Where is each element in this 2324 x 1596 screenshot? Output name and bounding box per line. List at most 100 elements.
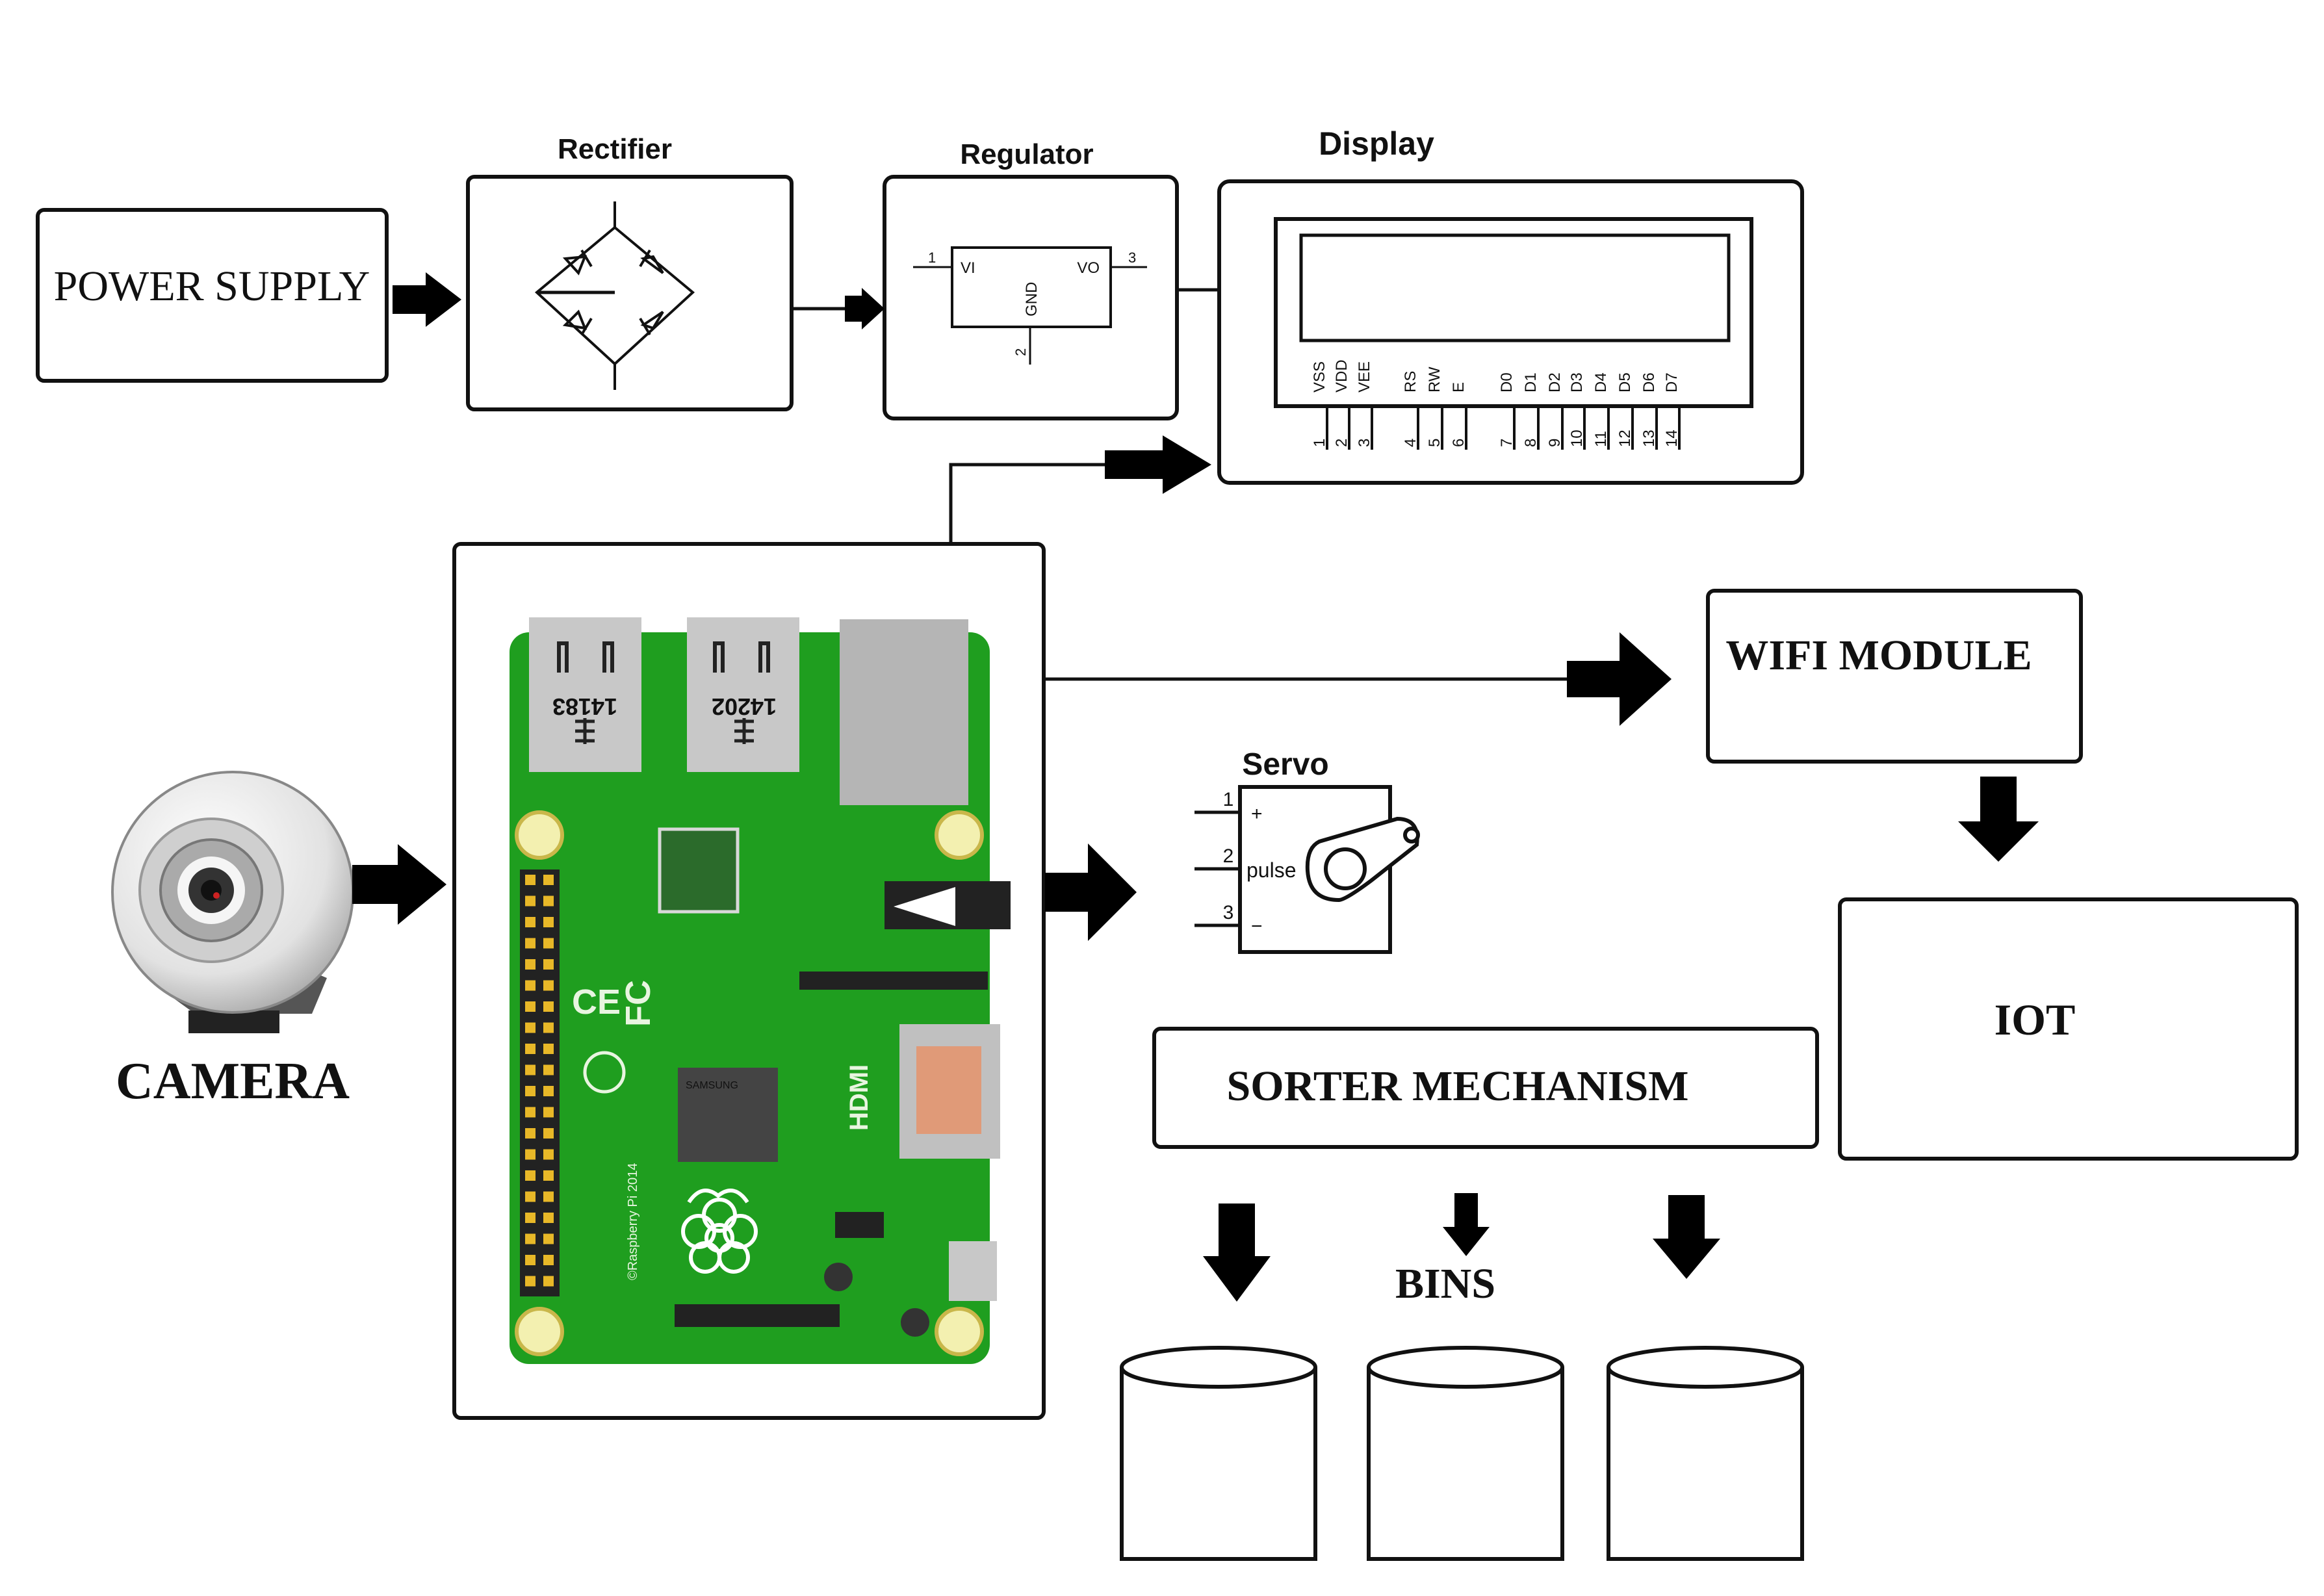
lcd-pin: E6 xyxy=(1450,382,1467,450)
lcd-pin-number: 2 xyxy=(1333,439,1350,447)
flow-arrow-icon xyxy=(393,272,461,327)
micro-usb-port xyxy=(949,1241,997,1301)
lcd-screen xyxy=(1299,233,1731,342)
camera-block: CAMERA xyxy=(111,771,354,1110)
lcd-pin-name: D3 xyxy=(1568,372,1586,393)
regulator-pin-2: 2 xyxy=(1013,348,1029,356)
lcd-pin: D1 8 xyxy=(1522,372,1540,450)
lcd-pin-number: 11 xyxy=(1592,431,1610,447)
raspberry-pi-board: 14183 14202 SAMSUNG xyxy=(510,617,1011,1364)
servo-pin-2: 2 xyxy=(1223,845,1234,867)
lcd-pin-number: 13 xyxy=(1640,430,1658,447)
lcd-pin-number: 10 xyxy=(1568,430,1586,447)
wifi-label: WIFI MODULE xyxy=(1725,632,2032,679)
gpio-header xyxy=(520,869,560,1296)
lcd-pin-name: VSS xyxy=(1311,361,1328,393)
display-title: Display xyxy=(1319,125,1434,162)
wifi-module-block: WIFI MODULE xyxy=(1706,589,2083,764)
servo-horn-icon xyxy=(1305,816,1420,903)
hdmi-port: HDMI xyxy=(845,1024,1000,1159)
hdmi-label: HDMI xyxy=(845,1064,873,1131)
servo-plus: + xyxy=(1251,803,1263,825)
lcd-pin-name: D6 xyxy=(1640,372,1658,393)
lcd-pin-number: 9 xyxy=(1546,439,1564,447)
pb-free-icon xyxy=(583,1051,626,1094)
lcd-pin-name: D0 xyxy=(1498,372,1516,393)
lcd-pin-name: D5 xyxy=(1616,372,1634,393)
usb-2-id: 14202 xyxy=(712,693,777,720)
lcd-pin-name: VEE xyxy=(1356,361,1373,393)
regulator-block: Regulator 1 3 VI VO GND 2 xyxy=(883,138,1179,420)
bins-label: BINS xyxy=(1395,1260,1495,1307)
ce-mark: CE xyxy=(572,983,621,1022)
bin-cylinder xyxy=(1120,1346,1317,1561)
servo-title: Servo xyxy=(1242,747,1328,782)
lcd-pin-number: 5 xyxy=(1426,439,1443,447)
regulator-pin-3: 3 xyxy=(1128,250,1136,266)
lcd-pin-number: 1 xyxy=(1311,439,1328,447)
regulator-title: Regulator xyxy=(960,138,1093,170)
cpu-chip xyxy=(658,827,740,914)
camera-label: CAMERA xyxy=(116,1053,350,1110)
power-supply-block: POWER SUPPLY xyxy=(36,208,389,383)
rectifier-title: Rectifier xyxy=(558,133,672,165)
lcd-pin: D2 9 xyxy=(1546,372,1564,450)
bins-group xyxy=(1120,1346,1804,1561)
lcd-pin: D4 11 xyxy=(1592,372,1610,450)
display-connector xyxy=(675,1304,840,1327)
lcd-pin-name: D1 xyxy=(1522,372,1540,393)
usb-port-2: 14202 xyxy=(687,617,799,772)
lcd-pin-name: VDD xyxy=(1333,359,1350,393)
flow-arrow-icon xyxy=(1203,1203,1271,1302)
mounting-holes xyxy=(515,810,984,1356)
usb-port-1: 14183 xyxy=(529,617,641,772)
power-supply-label: POWER SUPPLY xyxy=(54,263,370,310)
servo-pulse: pulse xyxy=(1246,858,1297,882)
lcd-pin: D3 10 xyxy=(1568,372,1586,450)
chip-label: SAMSUNG xyxy=(686,1080,738,1091)
lcd-pin: D6 13 xyxy=(1640,372,1658,450)
lcd-pin-number: 12 xyxy=(1616,430,1634,447)
lcd-pin-name: D4 xyxy=(1592,372,1610,393)
fc-mark: FC xyxy=(619,980,658,1027)
lcd-pin: VEE 3 xyxy=(1356,361,1373,450)
servo-pin-1: 1 xyxy=(1223,789,1234,810)
flow-arrow-icon xyxy=(1443,1193,1490,1256)
lcd-display-block: Display VSS1VDD2VEE3RS4RW5E6D07D18D29D31… xyxy=(1217,125,1804,485)
flow-arrow-icon xyxy=(1958,777,2039,862)
flow-arrow-icon xyxy=(1045,843,1137,941)
servo-pin-3: 3 xyxy=(1223,902,1234,923)
ethernet-port xyxy=(840,619,968,805)
servo-minus: − xyxy=(1251,916,1263,937)
bridge-rectifier-symbol xyxy=(534,201,695,390)
regulator-pin-1: 1 xyxy=(928,250,936,266)
servo-block: Servo 1 2 3 + pulse − xyxy=(1194,747,1420,954)
lcd-pin-number: 7 xyxy=(1498,439,1516,447)
raspberry-pi-block: 14183 14202 SAMSUNG xyxy=(452,542,1046,1420)
flow-arrow-icon xyxy=(1567,632,1672,726)
lcd-pin-name: RS xyxy=(1402,371,1419,393)
lcd-pin-number: 6 xyxy=(1450,439,1467,447)
iot-block: IOT xyxy=(1838,897,2299,1161)
lcd-pin-number: 8 xyxy=(1522,439,1540,447)
ram-chip: SAMSUNG xyxy=(678,1068,778,1162)
raspberry-logo-icon xyxy=(681,1189,758,1274)
sorter-mechanism-block: SORTER MECHANISM xyxy=(1152,1027,1819,1149)
lcd-pin-name: D2 xyxy=(1546,372,1564,393)
camera-connector xyxy=(799,972,988,990)
iot-label: IOT xyxy=(1995,995,2076,1044)
regulator-gnd-label: GND xyxy=(1023,282,1040,316)
regulator-vo-label: VO xyxy=(1077,259,1100,277)
lcd-pin: D0 7 xyxy=(1498,372,1516,450)
lcd-pin-number: 14 xyxy=(1663,430,1681,447)
flow-arrow-icon xyxy=(1653,1195,1720,1279)
usb-1-id: 14183 xyxy=(552,693,617,720)
flow-arrow-icon xyxy=(1105,435,1211,494)
regulator-vi-label: VI xyxy=(961,259,975,277)
connector-lines xyxy=(792,288,1567,681)
flow-arrow-icon xyxy=(845,288,884,329)
lcd-pin-number: 3 xyxy=(1356,439,1373,447)
audio-jack xyxy=(884,881,1011,929)
